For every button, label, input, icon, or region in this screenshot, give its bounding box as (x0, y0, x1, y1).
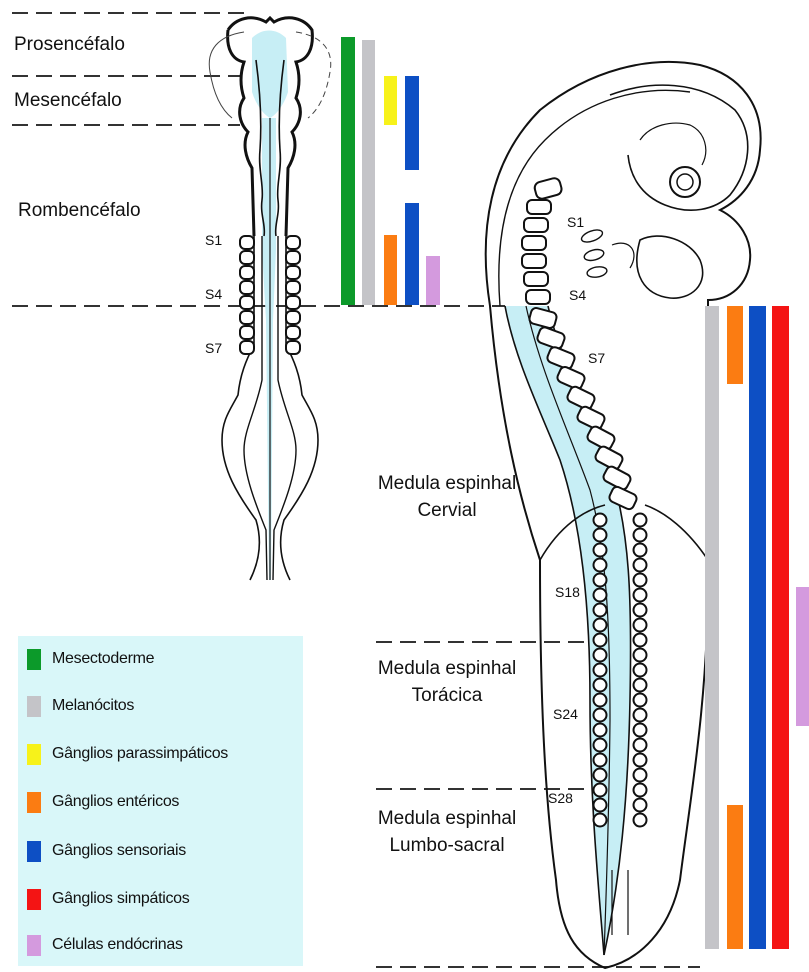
legend-swatch (27, 935, 41, 956)
bar-sympathetic (772, 306, 789, 949)
somite-label-s28: S28 (548, 790, 573, 806)
neural-tube-dorsal-view (209, 18, 331, 580)
legend-item-melanocytes: Melanócitos (27, 694, 134, 718)
label-lumbosacral-line2: Lumbo-sacral (352, 832, 542, 859)
bar-endocrine-cranial (426, 256, 440, 305)
legend-label: Gânglios entéricos (52, 793, 179, 811)
label-prosencephalon: Prosencéfalo (14, 34, 125, 56)
bar-endocrine-trunk (796, 587, 809, 726)
label-mesencephalon: Mesencéfalo (14, 90, 122, 112)
label-thoracic-line2: Torácica (352, 682, 542, 709)
somite-label-s1-left: S1 (205, 232, 222, 248)
label-cervical-line2: Cervial (352, 497, 542, 524)
bar-enteric-vagal (727, 306, 743, 384)
legend-swatch (27, 744, 41, 765)
bar-melanocytes-cranial (362, 40, 375, 305)
somite-label-s18: S18 (555, 584, 580, 600)
label-thoracic-line1: Medula espinhal (352, 655, 542, 682)
label-cervical-cord: Medula espinhal Cervial (352, 470, 542, 524)
bar-melanocytes-trunk (705, 306, 719, 949)
bar-enteric-sacral (727, 805, 743, 949)
somite-label-s7-left: S7 (205, 340, 222, 356)
legend-item-sympathetic: Gânglios simpáticos (27, 887, 189, 911)
bar-enteric-cranial (384, 235, 397, 305)
legend-label: Células endócrinas (52, 936, 183, 954)
bar-mesectoderm (341, 37, 355, 305)
label-rhombencephalon: Rombencéfalo (18, 200, 141, 222)
bar-parasympathetic (384, 76, 397, 125)
label-thoracic-cord: Medula espinhal Torácica (352, 655, 542, 709)
legend-label: Gânglios sensoriais (52, 842, 186, 860)
legend-label: Melanócitos (52, 697, 134, 715)
somite-label-s4-left: S4 (205, 286, 222, 302)
bar-sensory-trunk (749, 306, 766, 949)
trunk-crest-bars (705, 306, 809, 949)
bar-sensory-mesencephalon (405, 76, 419, 170)
legend-swatch (27, 696, 41, 717)
label-cervical-line1: Medula espinhal (352, 470, 542, 497)
bar-sensory-rhombencephalon (405, 203, 419, 305)
somite-label-s7-right: S7 (588, 350, 605, 366)
somite-label-s1-right: S1 (567, 214, 584, 230)
legend-swatch (27, 889, 41, 910)
somite-label-s24: S24 (553, 706, 578, 722)
legend-item-endocrine: Células endócrinas (27, 933, 183, 957)
legend-item-sensory: Gânglios sensoriais (27, 839, 186, 863)
label-lumbosacral-line1: Medula espinhal (352, 805, 542, 832)
legend: Mesectoderme Melanócitos Gânglios parass… (18, 636, 303, 966)
cranial-crest-bars (341, 37, 440, 305)
legend-item-parasympathetic: Gânglios parassimpáticos (27, 742, 228, 766)
legend-label: Gânglios simpáticos (52, 890, 189, 908)
label-lumbosacral-cord: Medula espinhal Lumbo-sacral (352, 805, 542, 859)
legend-item-enteric: Gânglios entéricos (27, 790, 179, 814)
legend-item-mesectoderm: Mesectoderme (27, 647, 154, 671)
legend-swatch (27, 792, 41, 813)
legend-swatch (27, 649, 41, 670)
legend-label: Gânglios parassimpáticos (52, 745, 228, 763)
legend-swatch (27, 841, 41, 862)
somite-label-s4-right: S4 (569, 287, 586, 303)
legend-label: Mesectoderme (52, 650, 154, 668)
